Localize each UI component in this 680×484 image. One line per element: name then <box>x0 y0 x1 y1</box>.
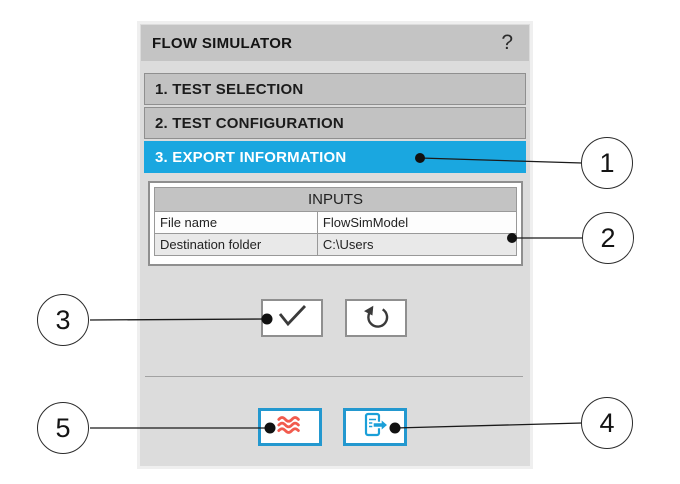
reset-button[interactable] <box>345 299 407 337</box>
callout-circle-4: 4 <box>581 397 633 449</box>
confirm-button[interactable] <box>261 299 323 337</box>
inputs-header: INPUTS <box>154 187 517 212</box>
callout-number: 1 <box>599 147 615 178</box>
table-row: File name FlowSimModel <box>154 211 518 234</box>
section-divider <box>145 376 523 377</box>
callout-number: 5 <box>55 412 71 443</box>
callout-number: 4 <box>599 407 615 438</box>
callout-circle-5: 5 <box>37 402 89 454</box>
step-export-information-active[interactable]: 3. EXPORT INFORMATION <box>144 141 526 173</box>
panel-title: FLOW SIMULATOR <box>152 34 293 52</box>
step-label: 3. EXPORT INFORMATION <box>155 148 347 166</box>
callout-circle-2: 2 <box>582 212 634 264</box>
flow-waves-icon <box>276 413 304 442</box>
inputs-header-row: INPUTS <box>154 187 517 212</box>
step-label: 1. TEST SELECTION <box>155 80 304 98</box>
titlebar: FLOW SIMULATOR ? <box>141 25 529 61</box>
export-button[interactable] <box>343 408 407 446</box>
reset-circular-arrow-icon <box>360 300 392 337</box>
step-label: 2. TEST CONFIGURATION <box>155 114 344 132</box>
table-row: Destination folder C:\Users <box>154 233 518 256</box>
step-test-configuration[interactable]: 2. TEST CONFIGURATION <box>144 107 526 139</box>
callout-number: 2 <box>600 222 616 253</box>
file-name-value[interactable]: FlowSimModel <box>316 211 518 234</box>
check-icon <box>274 303 310 334</box>
inputs-table: INPUTS File name FlowSimModel Destinatio… <box>154 187 518 256</box>
inputs-table-box: INPUTS File name FlowSimModel Destinatio… <box>148 181 523 266</box>
run-flow-button[interactable] <box>258 408 322 446</box>
callout-number: 3 <box>55 304 71 335</box>
destination-folder-value[interactable]: C:\Users <box>316 233 518 256</box>
file-name-label: File name <box>154 211 318 234</box>
callout-circle-1: 1 <box>581 137 633 189</box>
help-icon[interactable]: ? <box>501 31 513 54</box>
step-test-selection[interactable]: 1. TEST SELECTION <box>144 73 526 105</box>
destination-folder-label: Destination folder <box>154 233 318 256</box>
flow-simulator-panel: FLOW SIMULATOR ? 1. TEST SELECTION 2. TE… <box>137 21 533 469</box>
callout-circle-3: 3 <box>37 294 89 346</box>
export-document-icon <box>359 411 391 444</box>
